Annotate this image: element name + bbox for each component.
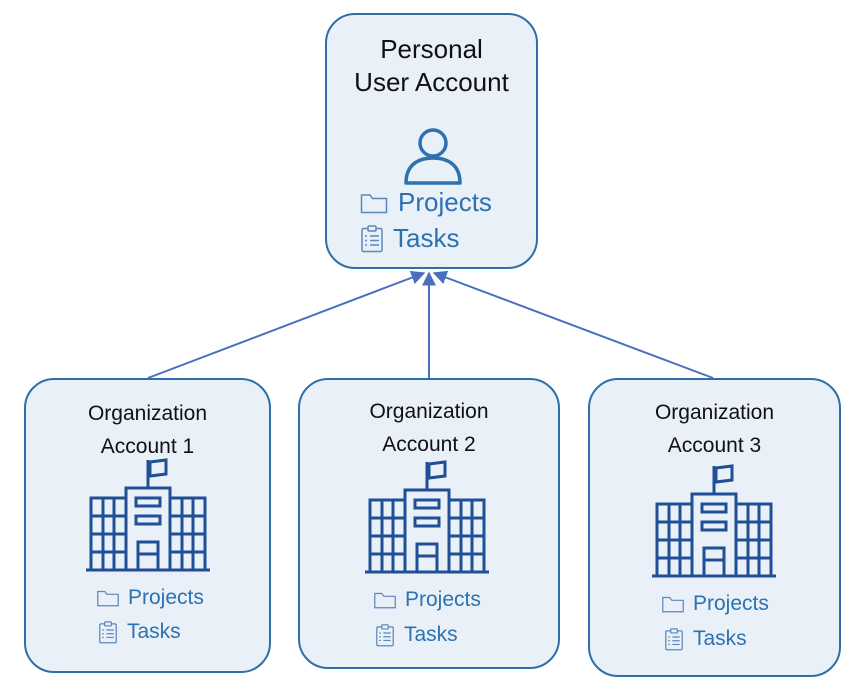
person-icon bbox=[404, 128, 462, 185]
title-line-1: Personal bbox=[380, 34, 483, 64]
item-label: Projects bbox=[693, 592, 769, 615]
personal-account-node: Personal User Account Projects Tasks bbox=[325, 13, 538, 269]
title-line-2: Account 2 bbox=[382, 433, 476, 456]
folder-icon bbox=[662, 596, 684, 613]
tasks-item: Tasks bbox=[98, 620, 181, 644]
node-title: Personal User Account bbox=[327, 33, 536, 98]
item-label: Tasks bbox=[393, 223, 460, 253]
projects-item: Projects bbox=[96, 586, 204, 610]
item-label: Tasks bbox=[404, 623, 458, 646]
tasks-item: Tasks bbox=[375, 623, 458, 647]
edge-org3-to-personal bbox=[432, 270, 714, 379]
title-line-2: Account 1 bbox=[100, 435, 195, 458]
tasks-item: Tasks bbox=[360, 223, 459, 254]
item-label: Tasks bbox=[693, 627, 747, 650]
building-icon bbox=[86, 458, 210, 572]
folder-icon bbox=[360, 193, 388, 213]
organization-account-node-3: Organization Account 3 Projects bbox=[588, 378, 841, 677]
edge-org1-to-personal bbox=[147, 270, 426, 379]
organization-account-node-2: Organization Account 2 Projects bbox=[298, 378, 560, 669]
item-label: Tasks bbox=[127, 620, 181, 643]
clipboard-icon bbox=[99, 620, 117, 643]
clipboard-icon bbox=[665, 627, 683, 650]
clipboard-icon bbox=[376, 623, 394, 646]
tasks-item: Tasks bbox=[664, 627, 747, 651]
projects-item: Projects bbox=[661, 592, 769, 616]
node-title: Organization Account 1 bbox=[26, 397, 269, 463]
projects-item: Projects bbox=[360, 187, 492, 218]
title-line-1: Organization bbox=[369, 400, 489, 423]
title-line-2: Account 3 bbox=[667, 434, 762, 457]
title-line-2: User Account bbox=[354, 66, 509, 97]
folder-icon bbox=[97, 590, 119, 607]
clipboard-icon bbox=[361, 224, 383, 252]
item-label: Projects bbox=[398, 187, 492, 217]
title-line-1: Organization bbox=[87, 402, 208, 425]
node-title: Organization Account 2 bbox=[300, 395, 558, 461]
building-icon bbox=[365, 460, 489, 574]
organization-account-node-1: Organization Account 1 Projects bbox=[24, 378, 271, 673]
building-icon bbox=[652, 464, 776, 578]
title-line-1: Organization bbox=[654, 401, 775, 424]
folder-icon bbox=[374, 592, 396, 609]
node-title: Organization Account 3 bbox=[590, 396, 839, 462]
item-label: Projects bbox=[128, 586, 204, 609]
item-label: Projects bbox=[405, 588, 481, 611]
projects-item: Projects bbox=[373, 588, 481, 612]
